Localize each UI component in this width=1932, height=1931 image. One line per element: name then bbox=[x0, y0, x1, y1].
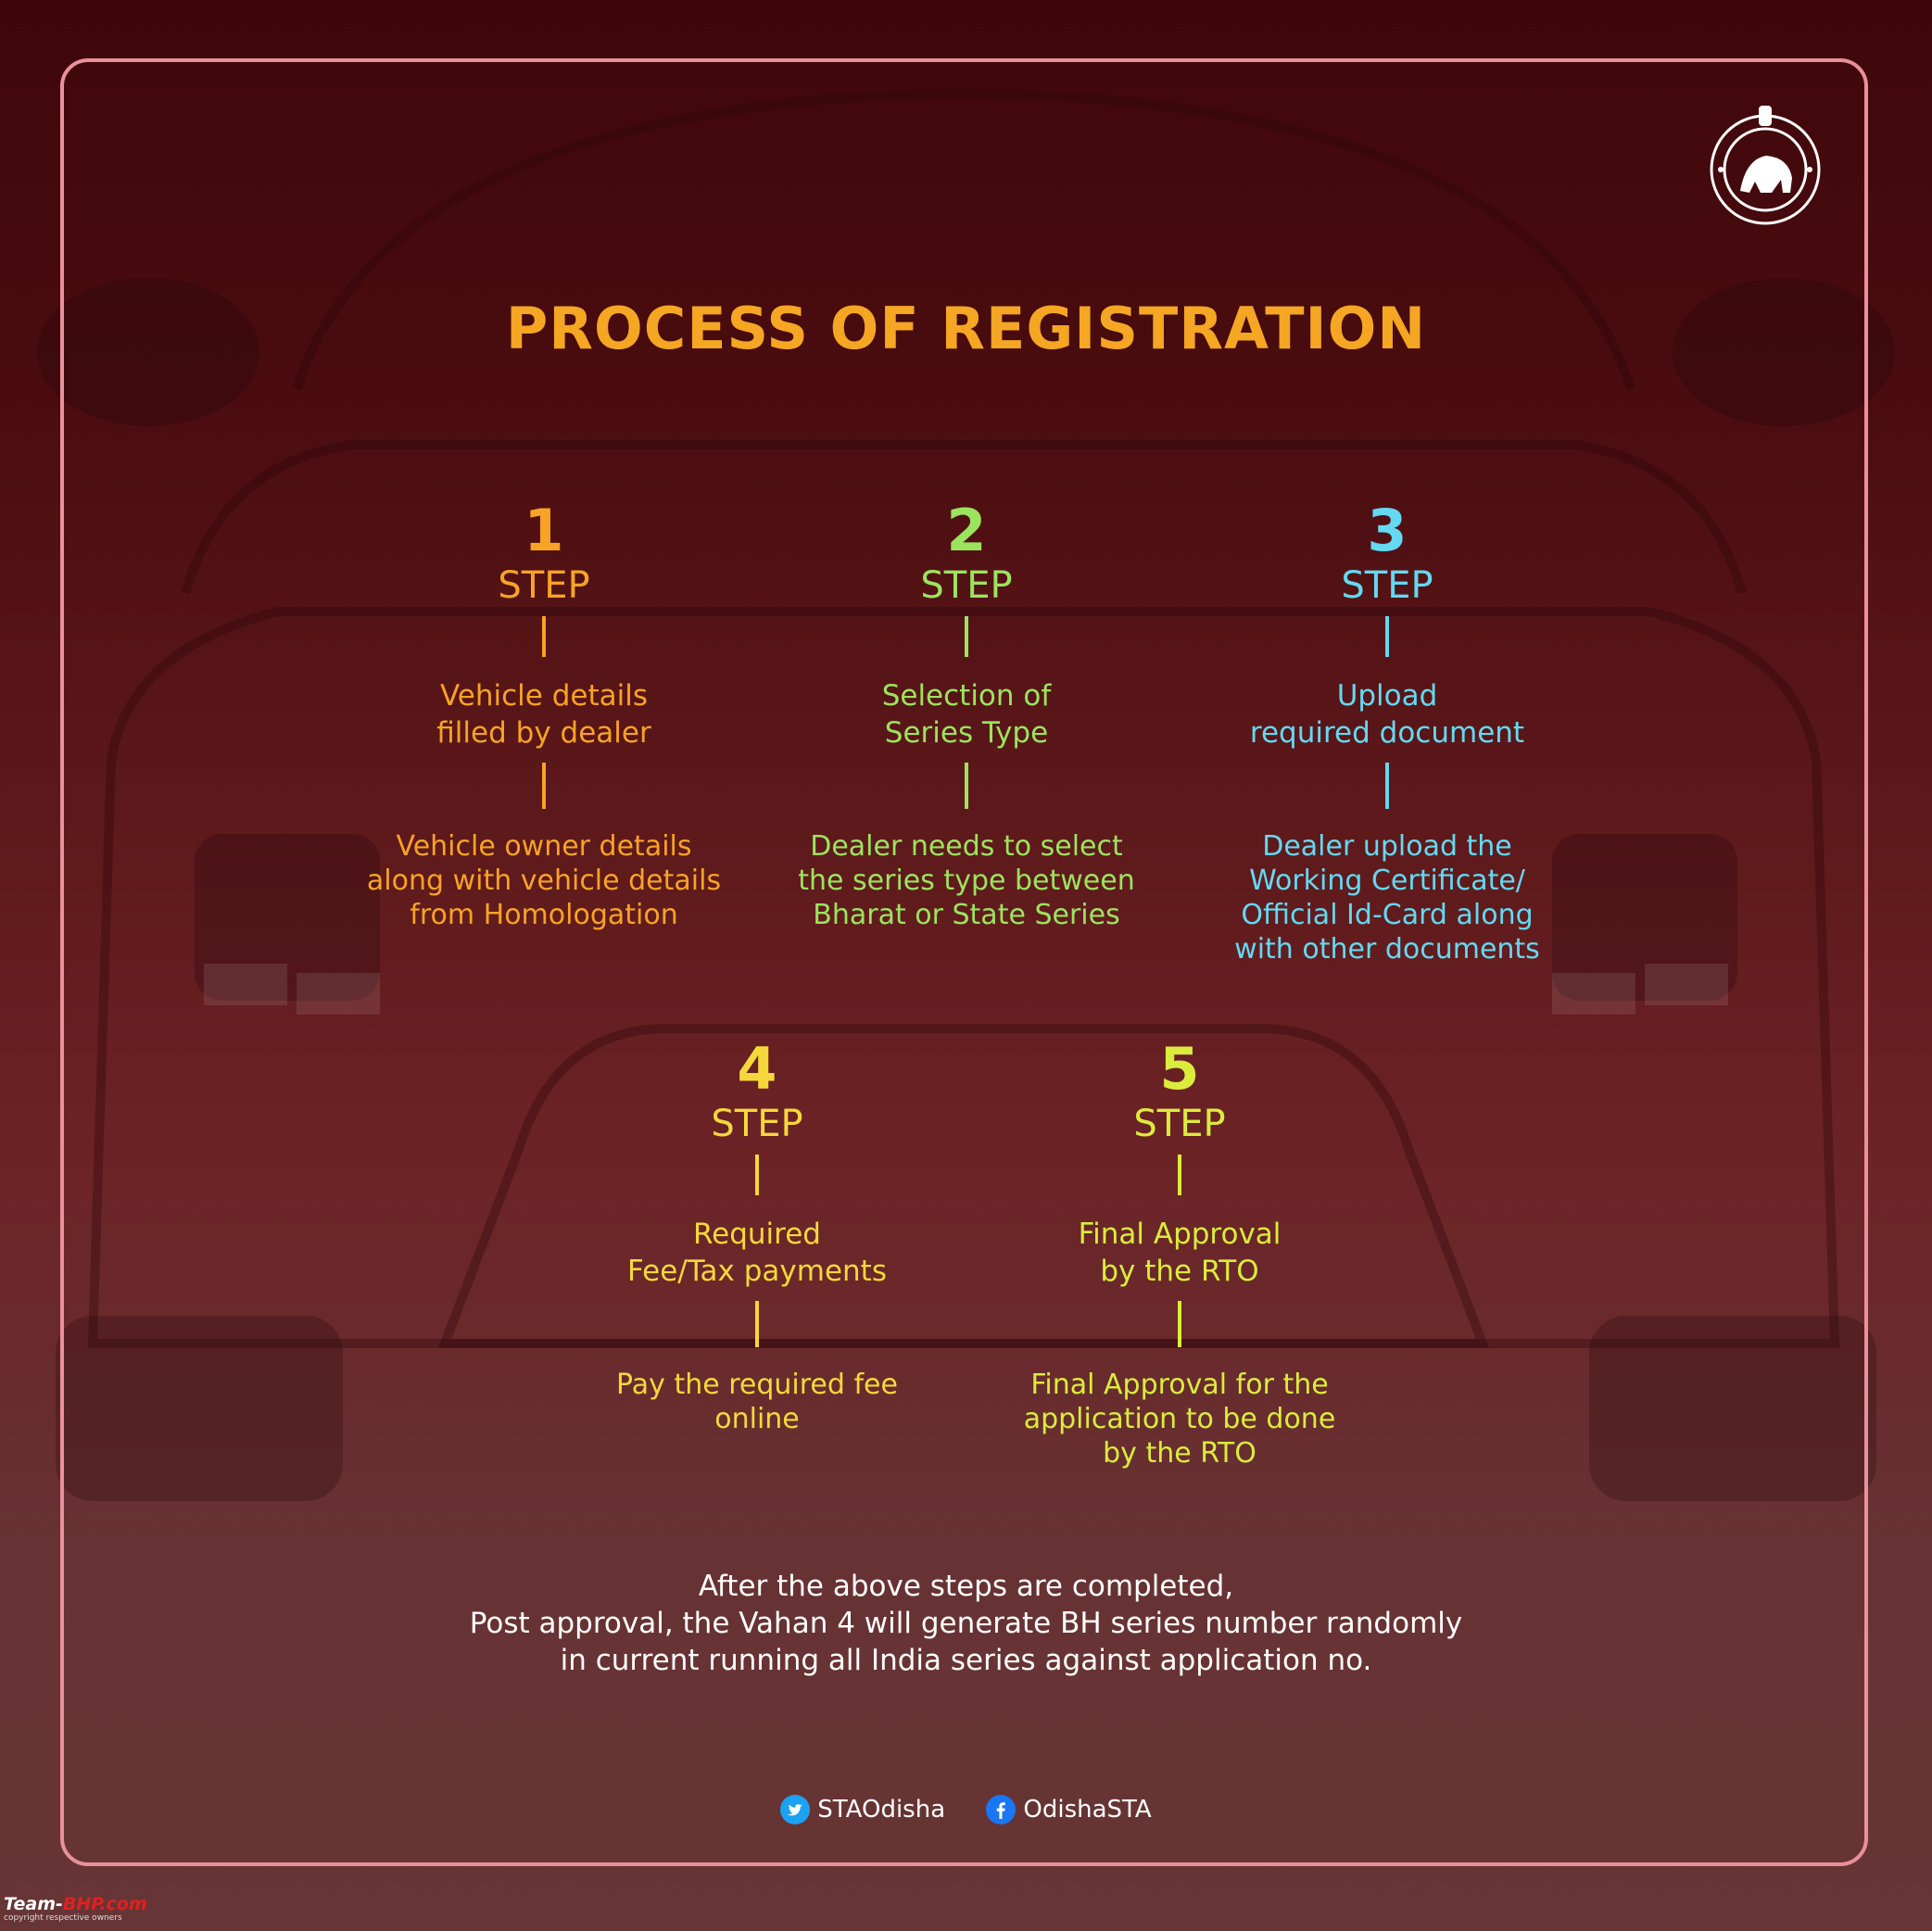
step-description: Pay the required fee online bbox=[616, 1369, 898, 1435]
step-heading: Vehicle details filled by dealer bbox=[436, 679, 651, 750]
connector-line bbox=[755, 1155, 759, 1195]
social-links: STAOdisha OdishaSTA bbox=[0, 1795, 1932, 1831]
step-4: 4 STEP Required Fee/Tax payments Pay the… bbox=[535, 1040, 979, 1436]
watermark-logo: Team-BHP.com bbox=[4, 1894, 147, 1914]
connector-line bbox=[755, 1301, 759, 1347]
facebook-icon bbox=[986, 1795, 1017, 1824]
step-number: 1 bbox=[524, 497, 564, 564]
step-5: 5 STEP Final Approval by the RTO Final A… bbox=[957, 1040, 1402, 1470]
connector-line bbox=[542, 763, 546, 809]
page-title: PROCESS OF REGISTRATION bbox=[505, 295, 1427, 362]
twitter-handle: STAOdisha bbox=[817, 1796, 946, 1824]
step-label: STEP bbox=[1133, 1103, 1226, 1145]
watermark-subtext: copyright respective owners bbox=[4, 1913, 122, 1923]
odisha-state-emblem bbox=[1710, 106, 1821, 225]
step-heading: Upload required document bbox=[1249, 679, 1525, 750]
twitter-link[interactable]: STAOdisha bbox=[780, 1795, 945, 1824]
step-label: STEP bbox=[920, 564, 1013, 607]
step-heading: Selection of Series Type bbox=[881, 679, 1052, 750]
step-description: Dealer needs to select the series type b… bbox=[798, 830, 1135, 931]
step-label: STEP bbox=[711, 1103, 803, 1145]
connector-line bbox=[1178, 1301, 1181, 1347]
connector-line bbox=[965, 616, 968, 657]
connector-line bbox=[542, 616, 546, 657]
step-description: Final Approval for the application to be… bbox=[1023, 1369, 1336, 1470]
step-2: 2 STEP Selection of Series Type Dealer n… bbox=[744, 501, 1189, 932]
step-label: STEP bbox=[498, 564, 590, 607]
facebook-handle: OdishaSTA bbox=[1023, 1796, 1152, 1824]
step-description: Vehicle owner details along with vehicle… bbox=[366, 830, 722, 931]
content-frame bbox=[60, 58, 1868, 1866]
step-heading: Final Approval by the RTO bbox=[1078, 1218, 1282, 1288]
connector-line bbox=[1385, 616, 1389, 657]
connector-line bbox=[965, 763, 968, 809]
step-label: STEP bbox=[1341, 564, 1433, 607]
twitter-icon bbox=[780, 1795, 811, 1824]
step-number: 2 bbox=[946, 497, 987, 564]
step-description: Dealer upload the Working Certificate/ O… bbox=[1234, 830, 1540, 966]
connector-line bbox=[1178, 1155, 1181, 1195]
step-3: 3 STEP Upload required document Dealer u… bbox=[1165, 501, 1610, 966]
step-number: 5 bbox=[1159, 1035, 1200, 1103]
step-1: 1 STEP Vehicle details filled by dealer … bbox=[322, 501, 766, 932]
connector-line bbox=[1385, 763, 1389, 809]
step-number: 3 bbox=[1367, 497, 1408, 564]
footer-note: After the above steps are completed, Pos… bbox=[469, 1570, 1463, 1677]
step-heading: Required Fee/Tax payments bbox=[627, 1218, 887, 1288]
step-number: 4 bbox=[737, 1035, 777, 1103]
team-bhp-watermark: Team-BHP.com copyright respective owners bbox=[4, 1896, 147, 1923]
facebook-link[interactable]: OdishaSTA bbox=[986, 1795, 1152, 1824]
